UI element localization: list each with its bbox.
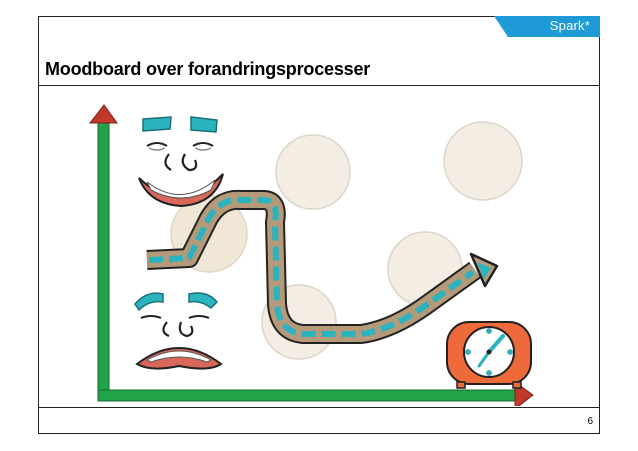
title-divider — [39, 85, 599, 86]
clock-icon — [446, 321, 532, 389]
page-title: Moodboard over forandringsprocesser — [45, 59, 371, 79]
process-arrow-icon — [146, 189, 499, 344]
footer-divider — [39, 407, 599, 408]
brand-tab: Spark* — [494, 16, 600, 37]
sad-face-icon — [134, 292, 223, 370]
page-number: 6 — [587, 416, 593, 427]
happy-face-icon — [138, 116, 224, 208]
moodboard-illustration — [88, 104, 534, 406]
slide: Spark* Moodboard over forandringsprocess… — [38, 16, 600, 434]
brand-logo: Spark* — [549, 18, 590, 33]
